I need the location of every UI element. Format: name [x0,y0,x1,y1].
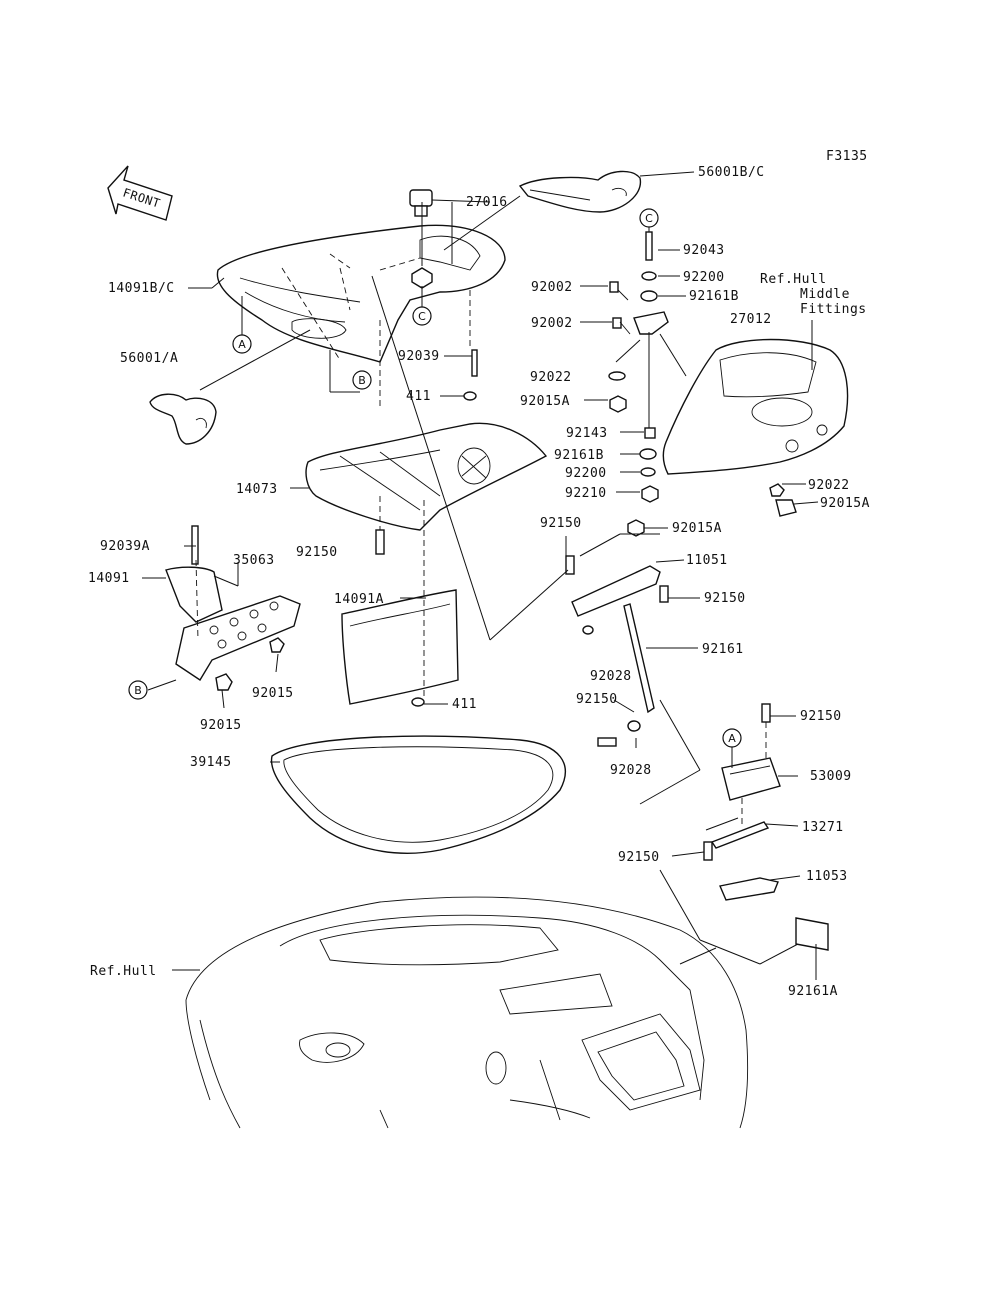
label-92015A-upper: 92015A [520,394,570,409]
label-92015A-spring: 92015A [672,521,722,536]
label-92200-lower: 92200 [565,466,607,481]
label-53009: 53009 [810,769,852,784]
fasteners-center-part [375,231,797,707]
label-92022-right: 92022 [808,478,850,493]
label-92015-right: 92015 [252,686,294,701]
bracket-35063-part [165,525,301,691]
label-92200-upper: 92200 [683,270,725,285]
label-411-upper: 411 [406,389,431,404]
label-92028-lower: 92028 [610,763,652,778]
label-92161B-lower: 92161B [554,448,604,463]
label-92150-spring-bottom: 92150 [576,692,618,707]
label-92043: 92043 [683,243,725,258]
label-92002-upper: 92002 [531,280,573,295]
label-92039: 92039 [398,349,440,364]
svg-text:C: C [418,310,426,323]
label-56001A: 56001/A [120,351,178,366]
latch-assembly-part [703,703,829,951]
label-ref-hull-middle-3: Fittings [800,302,867,317]
figure-code: F3135 [826,149,868,164]
label-92150-tray: 92150 [296,545,338,560]
label-411-lower: 411 [452,697,477,712]
gasket-39145-part [270,735,566,854]
label-14073: 14073 [236,482,278,497]
panel-14091A-part [341,589,459,705]
label-92143: 92143 [566,426,608,441]
label-92150-latch: 92150 [800,709,842,724]
callout-C-lower: C [412,306,432,326]
label-92015-lower: 92015 [200,718,242,733]
label-92161: 92161 [702,642,744,657]
svg-text:A: A [238,338,246,351]
grab-handle-left-part [149,393,217,445]
label-13271: 13271 [802,820,844,835]
label-92150-spring-top: 92150 [540,516,582,531]
svg-text:B: B [358,374,366,387]
grab-handle-upper-part [518,170,642,213]
label-11053: 11053 [806,869,848,884]
label-92015A-right: 92015A [820,496,870,511]
label-92210: 92210 [565,486,607,501]
label-14091A: 14091A [334,592,384,607]
label-92150-bolt: 92150 [618,850,660,865]
hull-reference-part [185,896,749,1129]
svg-text:A: A [728,732,736,745]
spring-assembly-part [565,555,669,747]
label-ref-hull: Ref.Hull [90,964,157,979]
label-14091: 14091 [88,571,130,586]
leader-lines [142,171,819,980]
cowl-27012-part [662,338,849,475]
label-11051: 11051 [686,553,728,568]
label-92022-upper: 92022 [530,370,572,385]
label-92002-lower: 92002 [531,316,573,331]
label-56001BC: 56001B/C [698,165,765,180]
callout-C-upper: C [639,208,659,228]
front-arrow-icon: FRONT [107,165,173,221]
callout-A-lower: A [722,728,742,748]
label-92161A: 92161A [788,984,838,999]
seat-cover-part [216,224,506,363]
label-ref-hull-middle-2: Middle [800,287,850,302]
label-92150-bracket: 92150 [704,591,746,606]
callout-A-upper: A [232,334,252,354]
label-35063: 35063 [233,553,275,568]
svg-text:C: C [645,212,653,225]
storage-tray-part [305,422,548,531]
label-92161B-upper: 92161B [689,289,739,304]
callout-B-upper: B [352,370,372,390]
label-14091BC: 14091B/C [108,281,175,296]
label-39145: 39145 [190,755,232,770]
label-92028-upper: 92028 [590,669,632,684]
label-27016: 27016 [466,195,508,210]
label-92039A: 92039A [100,539,150,554]
callout-B-lower: B [128,680,148,700]
label-27012: 27012 [730,312,772,327]
cap-27016-part [409,189,433,289]
svg-text:B: B [134,684,142,697]
label-ref-hull-middle-1: Ref.Hull [760,272,827,287]
